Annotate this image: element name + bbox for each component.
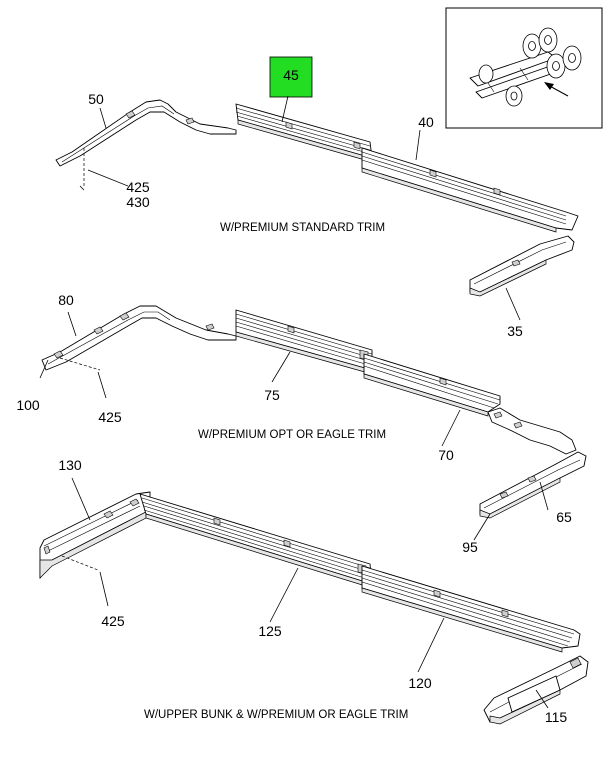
callout-115: 115	[545, 709, 568, 725]
part-80	[41, 305, 237, 371]
callout-430: 430	[126, 194, 150, 210]
callout-100: 100	[16, 397, 40, 413]
part-115	[483, 655, 589, 725]
part-70	[363, 353, 501, 417]
callout-65: 65	[556, 509, 572, 525]
highlight-callout-45[interactable]: 45	[269, 56, 313, 98]
locator-inset	[445, 7, 603, 129]
callout-120: 120	[408, 675, 432, 691]
part-35	[469, 235, 575, 297]
caption-upper-bunk: W/UPPER BUNK & W/PREMIUM OR EAGLE TRIM	[144, 709, 408, 721]
callout-40: 40	[418, 114, 434, 130]
callout-70: 70	[438, 447, 454, 463]
callout-425: 425	[126, 179, 150, 195]
callout-75: 75	[264, 387, 280, 403]
assembly-opt-eagle-trim: 80 100 425 75 70 65 95 W/PREMIUM OPT OR …	[16, 292, 587, 555]
part-125	[139, 493, 373, 589]
callout-80: 80	[58, 292, 74, 308]
callout-130: 130	[58, 457, 82, 473]
part-bracket-70	[487, 407, 577, 455]
caption-standard-trim: W/PREMIUM STANDARD TRIM	[220, 222, 385, 234]
callout-45: 45	[283, 67, 299, 83]
part-130	[39, 491, 151, 579]
callout-95: 95	[462, 539, 478, 555]
caption-opt-eagle-trim: W/PREMIUM OPT OR EAGLE TRIM	[198, 429, 386, 441]
assembly-upper-bunk: 130 425 125 120 115 W/UPPER BUNK & W/PRE…	[39, 457, 589, 725]
callout-35: 35	[507, 323, 523, 339]
callout-50: 50	[88, 91, 104, 107]
part-50	[55, 99, 237, 167]
callout-425: 425	[101, 613, 125, 629]
callout-125: 125	[258, 623, 282, 639]
part-120	[361, 565, 581, 653]
part-75	[235, 309, 373, 375]
assembly-standard-trim: 50 40 425 430 35 W/PREMIUM STANDARD TRIM	[55, 91, 579, 339]
part-65	[479, 451, 587, 519]
part-45	[235, 103, 373, 163]
callout-425: 425	[98, 409, 122, 425]
chassis-locator-icon	[469, 27, 582, 107]
part-40	[361, 147, 579, 233]
arrow-icon	[544, 82, 569, 97]
